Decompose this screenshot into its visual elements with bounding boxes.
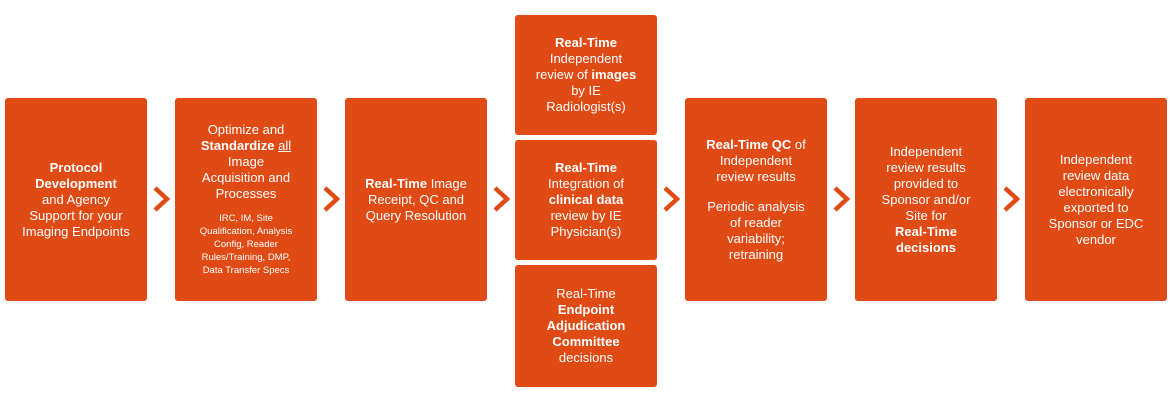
chevron-right-icon — [832, 186, 850, 212]
chevron-right-icon — [152, 186, 170, 212]
step-text: Real-Time Integration of clinical data r… — [548, 160, 624, 239]
step-text: Protocol Development and Agency Support … — [22, 159, 130, 239]
step-clinical-data-review: Real-Time Integration of clinical data r… — [515, 140, 657, 260]
step-text: Real-Time Independent review of images b… — [535, 35, 637, 114]
chevron-right-icon — [322, 186, 340, 212]
step-text: Independent review data electronically e… — [1048, 151, 1144, 247]
step-protocol-development: Protocol Development and Agency Support … — [5, 98, 147, 301]
step-text: Optimize and Standardize all Image Acqui… — [200, 122, 292, 201]
step-review-images: Real-Time Independent review of images b… — [515, 15, 657, 135]
step-text: Real-Time QC of Independent review resul… — [706, 136, 806, 184]
chevron-right-icon — [1002, 186, 1020, 212]
chevron-right-icon — [662, 186, 680, 212]
step-text: Real-Time Image Receipt, QC and Query Re… — [365, 175, 467, 223]
step-image-receipt: Real-Time Image Receipt, QC and Query Re… — [345, 98, 487, 301]
step-subtext: IRC, IM, Site Qualification, Analysis Co… — [199, 213, 293, 276]
chevron-right-icon — [492, 186, 510, 212]
step-endpoint-adjudication: Real-Time Endpoint Adjudication Committe… — [515, 265, 657, 387]
step-text: Real-Time Endpoint Adjudication Committe… — [546, 286, 626, 365]
step-data-exported: Independent review data electronically e… — [1025, 98, 1167, 301]
step-text-secondary: Periodic analysis of reader variability;… — [707, 198, 805, 262]
step-text: Independent review results provided to S… — [881, 143, 971, 255]
step-standardize-acquisition: Optimize and Standardize all Image Acqui… — [175, 98, 317, 301]
step-realtime-qc: Real-Time QC of Independent review resul… — [685, 98, 827, 301]
step-results-provided: Independent review results provided to S… — [855, 98, 997, 301]
